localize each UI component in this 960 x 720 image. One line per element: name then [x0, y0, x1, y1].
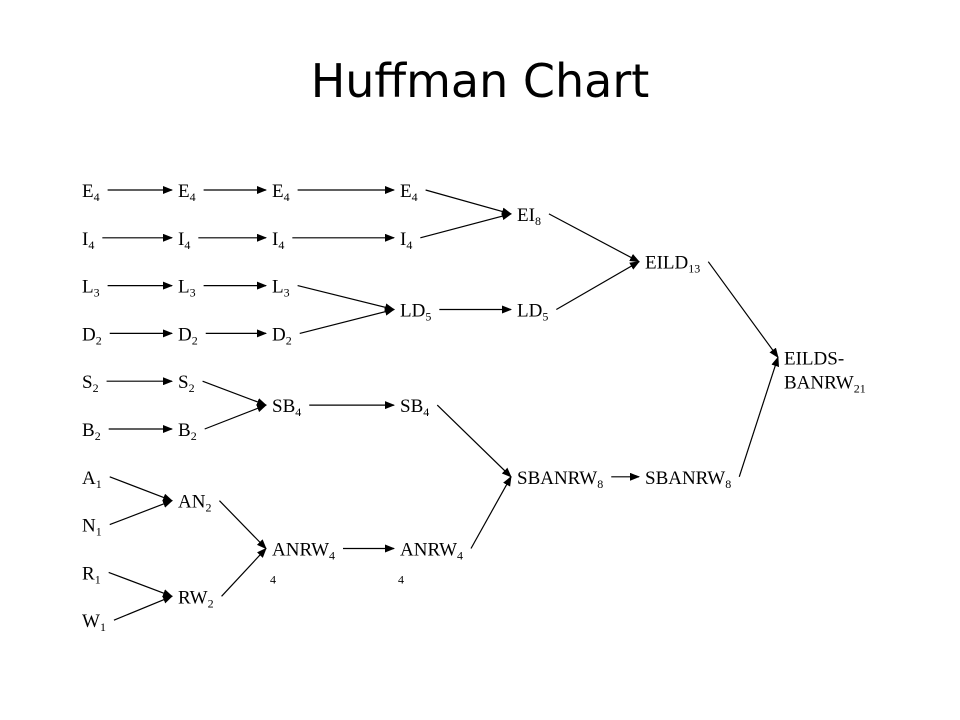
node-label: S2: [178, 372, 195, 395]
node-c0-b: B2: [82, 420, 101, 443]
node-c1-i: I4: [178, 229, 190, 252]
node-label: N1: [82, 516, 102, 539]
node-c0-d: D2: [82, 324, 102, 347]
node-label: R1: [82, 563, 101, 586]
node-c0-i: I4: [82, 229, 94, 252]
edge-c1-s-to-c2-sb: [202, 380, 267, 406]
node-c4-sbanrw: SBANRW8: [517, 468, 603, 491]
edge-c2-d-to-c3-ld: [299, 307, 395, 334]
edge-c0-a-to-c1-an: [109, 476, 173, 502]
node-label: I4: [82, 229, 94, 252]
node-label: D2: [178, 324, 198, 347]
edge-c1-an-to-c2-anrw: [219, 500, 267, 550]
node-label: SBANRW8: [645, 468, 731, 491]
edge-c4-ld-to-c5-eild: [556, 261, 640, 311]
node-c6-root: EILDS- BANRW21: [784, 348, 866, 395]
node-c2-e: E4: [272, 181, 290, 204]
node-c2-i: I4: [272, 229, 284, 252]
node-label: ANRW4: [400, 540, 463, 563]
node-c1-rw: RW2: [178, 587, 214, 610]
edge-c3-e-to-c4-ei: [425, 189, 512, 216]
node-c3-ld: LD5: [400, 301, 431, 324]
edge-c1-b-to-c2-sb: [204, 404, 267, 430]
node-c5-sbanrw: SBANRW8: [645, 468, 731, 491]
slide-title: Huffman Chart: [310, 54, 650, 108]
edge-c5-eild-to-c6-root: [707, 261, 779, 359]
node-c3-anrw: ANRW4 4: [398, 540, 463, 587]
node-c1-d: D2: [178, 324, 198, 347]
node-label: E4: [82, 181, 100, 204]
node-label: E4: [178, 181, 196, 204]
edge-c3-anrw-to-c4-sbanrw: [470, 475, 512, 549]
edge-c4-ei-to-c5-eild: [548, 213, 640, 263]
node-label: LD5: [517, 301, 548, 324]
node-label: E4: [400, 181, 418, 204]
node-c0-r: R1: [82, 563, 101, 586]
node-c2-d: D2: [272, 324, 292, 347]
node-c4-ld: LD5: [517, 301, 548, 324]
node-label: B2: [178, 420, 197, 443]
node-c0-w: W1: [82, 611, 106, 634]
edge-c2-l-to-c3-ld: [297, 285, 395, 312]
edge-c0-w-to-c1-rw: [113, 595, 173, 621]
node-label: ANRW4: [272, 540, 335, 563]
node-c0-e: E4: [82, 181, 100, 204]
node-label: L3: [178, 277, 196, 300]
node-label: W1: [82, 611, 106, 634]
node-label: A1: [82, 468, 102, 491]
edge-c5-sbanrw-to-c6-root: [738, 356, 780, 477]
node-label: L3: [272, 277, 290, 300]
node-label: RW2: [178, 587, 214, 610]
node-label: EILDS-: [784, 348, 844, 369]
node-label: I4: [178, 229, 190, 252]
node-label: LD5: [400, 301, 431, 324]
node-label: E4: [272, 181, 290, 204]
node-label: SB4: [272, 396, 301, 419]
node-c4-ei: EI8: [517, 205, 541, 228]
node-label: EI8: [517, 205, 541, 228]
edge-c0-n-to-c1-an: [109, 500, 173, 526]
edge-c1-rw-to-c2-anrw: [221, 547, 267, 597]
node-c2-sb: SB4: [272, 396, 301, 419]
node-c0-n: N1: [82, 516, 102, 539]
node-c3-e: E4: [400, 181, 418, 204]
node-c0-s: S2: [82, 372, 99, 395]
edge-c3-sb-to-c4-sbanrw: [436, 404, 512, 478]
node-c1-an: AN2: [178, 492, 211, 515]
node-label: SB4: [400, 396, 429, 419]
node-c0-a: A1: [82, 468, 102, 491]
node-c0-l: L3: [82, 277, 100, 300]
node-label: D2: [82, 324, 102, 347]
node-label: I4: [400, 229, 412, 252]
edge-c0-r-to-c1-rw: [108, 571, 173, 597]
node-label-extra: 4: [398, 573, 404, 587]
node-c1-e: E4: [178, 181, 196, 204]
node-c2-l: L3: [272, 277, 290, 300]
node-c3-i: I4: [400, 229, 412, 252]
node-c3-sb: SB4: [400, 396, 429, 419]
node-label: SBANRW8: [517, 468, 603, 491]
node-label-line2: BANRW21: [784, 372, 866, 395]
node-c1-s: S2: [178, 372, 195, 395]
node-label-extra: 4: [270, 573, 276, 587]
node-c1-b: B2: [178, 420, 197, 443]
node-label: D2: [272, 324, 292, 347]
node-label: S2: [82, 372, 99, 395]
node-c5-eild: EILD13: [645, 253, 700, 276]
node-label: I4: [272, 229, 284, 252]
node-label: EILD13: [645, 253, 700, 276]
node-label: B2: [82, 420, 101, 443]
node-c1-l: L3: [178, 277, 196, 300]
edges-layer: [102, 186, 780, 621]
edge-c3-i-to-c4-ei: [420, 212, 512, 239]
node-label: L3: [82, 277, 100, 300]
node-c2-anrw: ANRW4 4: [270, 540, 335, 587]
node-label: AN2: [178, 492, 211, 515]
